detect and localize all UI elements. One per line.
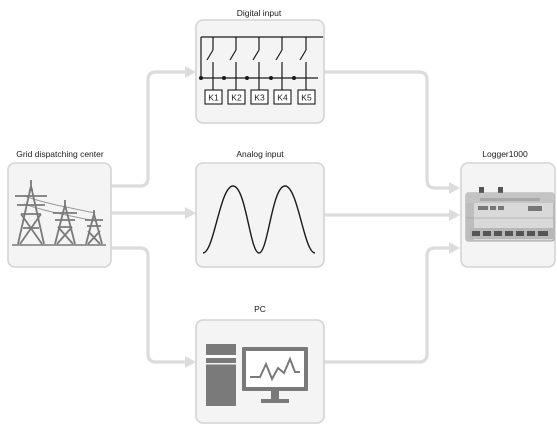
node-grid-dispatching-center: Grid dispatching center	[7, 149, 112, 268]
arrowhead-pc-to-logger	[449, 242, 460, 254]
grid-box	[7, 162, 112, 268]
switch-k2-label: K2	[231, 93, 242, 103]
logger-device-icon	[465, 187, 555, 242]
grid-label: Grid dispatching center	[16, 149, 104, 159]
pc-label: PC	[254, 304, 266, 314]
transmission-tower-icon	[12, 180, 106, 246]
switch-k3: K3	[250, 89, 269, 105]
arrow-pc-to-logger	[324, 246, 450, 364]
arrow-digital-to-logger	[324, 70, 450, 190]
arrowhead-grid-to-analog	[185, 207, 196, 219]
arrow-grid-to-pc	[111, 246, 186, 364]
relay-switch-icon	[199, 36, 323, 90]
switch-k5-label: K5	[301, 93, 312, 103]
analog-input-box	[195, 162, 325, 268]
digital-input-label: Digital input	[237, 8, 282, 18]
arrow-grid-to-digital	[111, 70, 186, 188]
computer-icon	[206, 344, 308, 406]
arrowhead-grid-to-pc	[185, 356, 196, 368]
node-digital-input: Digital input	[195, 8, 325, 124]
switch-k4-label: K4	[277, 93, 288, 103]
switch-k4: K4	[273, 89, 292, 105]
switch-k5: K5	[297, 89, 316, 105]
switch-k2: K2	[227, 89, 246, 105]
analog-input-label: Analog input	[236, 149, 284, 159]
connectors	[111, 66, 460, 368]
node-pc: PC	[195, 304, 325, 424]
switch-k1-label: K1	[208, 93, 219, 103]
node-logger1000: Logger1000	[460, 149, 556, 268]
switch-k1: K1	[204, 89, 223, 105]
arrowhead-analog-to-logger	[449, 209, 460, 221]
arrowhead-grid-to-digital	[185, 66, 196, 78]
node-analog-input: Analog input	[195, 149, 325, 268]
arrowhead-digital-to-logger	[449, 182, 460, 194]
switch-k3-label: K3	[254, 93, 265, 103]
logger-label: Logger1000	[482, 149, 528, 159]
digital-input-box	[195, 19, 325, 124]
sine-wave-icon	[202, 185, 316, 254]
